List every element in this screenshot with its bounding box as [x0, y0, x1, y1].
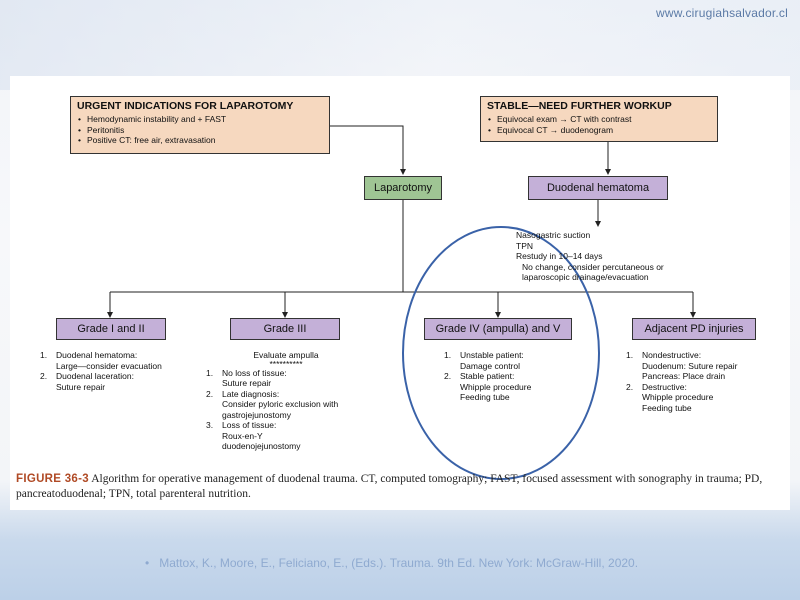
management-line: No change, consider percutaneous or	[522, 261, 664, 272]
list-number: 1.	[444, 350, 452, 360]
citation: • Mattox, K., Moore, E., Feliciano, E., …	[145, 556, 639, 570]
stable-item: Equivocal exam → CT with contrast	[488, 114, 711, 125]
adjacent-pd-box: Adjacent PD injuries	[632, 318, 756, 340]
stable-item: Equivocal CT → duodenogram	[488, 125, 711, 136]
grade-3-details: Evaluate ampulla ********** 1. No loss of…	[206, 350, 396, 452]
list-item: Loss of tissue:	[222, 420, 277, 430]
management-line: Nasogastric suction	[516, 230, 591, 240]
urgent-indications-box: URGENT INDICATIONS FOR LAPAROTOMY Hemody…	[70, 96, 330, 154]
list-item: Stable patient:	[460, 371, 515, 381]
list-number: 1.	[626, 350, 634, 360]
list-subitem: Damage control	[460, 360, 521, 371]
urgent-item: Positive CT: free air, extravasation	[78, 135, 323, 146]
list-item: Destructive:	[642, 381, 687, 392]
list-subitem: Suture repair	[222, 378, 272, 388]
duodenal-hematoma-box: Duodenal hematoma	[528, 176, 668, 200]
list-number: 1.	[40, 350, 48, 360]
grade-3-intro: Evaluate ampulla	[253, 350, 319, 360]
list-number: 3.	[206, 420, 214, 430]
urgent-item: Hemodynamic instability and + FAST	[78, 114, 323, 125]
list-number: 2.	[40, 371, 48, 381]
list-item: Duodenal hematoma:	[56, 350, 138, 360]
grade-4-5-details: 1. Unstable patient: Damage control 2. Sta…	[444, 350, 594, 403]
list-subitem: Whipple procedure	[460, 381, 532, 392]
list-subitem: Feeding tube	[460, 392, 510, 402]
list-subitem: gastrojejunostomy	[222, 409, 291, 420]
management-line: TPN	[516, 240, 533, 251]
grade-3-box: Grade III	[230, 318, 340, 340]
list-item: Unstable patient:	[460, 350, 524, 360]
figure-label: FIGURE 36-3	[16, 473, 89, 485]
list-item: No loss of tissue:	[222, 367, 287, 378]
list-subitem: Pancreas: Place drain	[642, 371, 726, 381]
list-item: Duodenal laceration:	[56, 371, 134, 381]
figure-caption: FIGURE 36-3 Algorithm for operative mana…	[16, 472, 788, 502]
urgent-item: Peritonitis	[78, 125, 323, 136]
citation-text: Mattox, K., Moore, E., Feliciano, E., (E…	[159, 556, 639, 570]
arrow-urgent-to-laparotomy	[330, 125, 406, 175]
list-subitem: Whipple procedure	[642, 392, 714, 402]
background-band	[0, 0, 800, 90]
caption-text: Algorithm for operative management of du…	[16, 473, 763, 500]
adjacent-pd-details: 1. Nondestructive: Duodenum: Suture repai…	[626, 350, 786, 413]
list-number: 2.	[626, 381, 634, 392]
stable-workup-box: STABLE—NEED FURTHER WORKUP Equivocal exa…	[480, 96, 718, 142]
grade-1-2-details: 1. Duodenal hematoma: Large—consider evac…	[40, 350, 210, 392]
list-subitem: Suture repair	[56, 381, 106, 392]
list-number: 2.	[206, 388, 214, 399]
management-line: laparoscopic drainage/evacuation	[522, 272, 649, 282]
highlight-circle	[402, 226, 600, 480]
list-subitem: Duodenum: Suture repair	[642, 360, 738, 371]
management-line: Restudy in 10–14 days	[516, 251, 603, 261]
list-subitem: duodenojejunostomy	[222, 441, 301, 451]
list-subitem: Large—consider evacuation	[56, 360, 162, 371]
list-number: 2.	[444, 371, 452, 381]
list-subitem: Feeding tube	[642, 402, 692, 413]
list-subitem: Consider pyloric exclusion with	[222, 399, 339, 409]
grade-1-2-box: Grade I and II	[56, 318, 166, 340]
list-number: 1.	[206, 367, 214, 378]
list-subitem: Roux-en-Y	[222, 430, 263, 441]
connector-lines	[107, 125, 696, 480]
stable-workup-title: STABLE—NEED FURTHER WORKUP	[487, 100, 672, 112]
list-item: Nondestructive:	[642, 350, 702, 360]
urgent-indications-title: URGENT INDICATIONS FOR LAPAROTOMY	[77, 100, 294, 112]
site-url: www.cirugiahsalvador.cl	[656, 6, 788, 20]
grade-3-separator: **********	[269, 358, 303, 369]
list-item: Late diagnosis:	[222, 388, 280, 399]
hematoma-management: Nasogastric suction TPN Restudy in 10–14…	[516, 230, 716, 283]
grade-4-5-box: Grade IV (ampulla) and V	[424, 318, 572, 340]
figure: URGENT INDICATIONS FOR LAPAROTOMY Hemody…	[10, 76, 790, 510]
laparotomy-box: Laparotomy	[364, 176, 442, 200]
